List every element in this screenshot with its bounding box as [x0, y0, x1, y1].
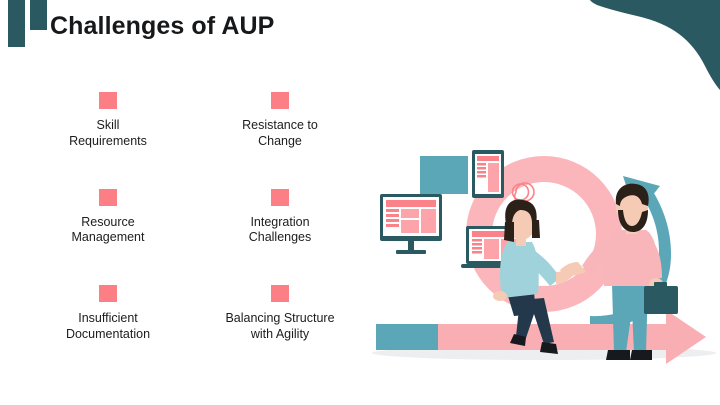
page-title: Challenges of AUP	[50, 12, 275, 40]
bullet-item-resource-management[interactable]: Resource Management	[24, 185, 192, 282]
bullet-label: Resource Management	[71, 214, 145, 245]
bullet-item-integration-challenges[interactable]: Integration Challenges	[196, 185, 364, 282]
bullet-grid: Skill Requirements Resistance to Change …	[24, 88, 364, 378]
bullet-marker-square	[271, 188, 289, 206]
man-standing-with-briefcase	[560, 183, 678, 360]
bullet-marker-square	[99, 188, 117, 206]
bullet-marker-square	[271, 92, 289, 109]
bullet-label: Balancing Structure with Agility	[225, 311, 335, 341]
tablet-device	[472, 150, 504, 198]
bullet-item-skill-requirements[interactable]: Skill Requirements	[24, 88, 192, 185]
title-accent-bar-short	[30, 0, 47, 30]
agile-teamwork-illustration	[372, 150, 716, 364]
bullet-item-balancing-structure-with-agility[interactable]: Balancing Structure with Agility	[196, 281, 364, 378]
bullet-item-resistance-to-change[interactable]: Resistance to Change	[196, 88, 364, 185]
title-accent-bar-tall	[8, 0, 25, 47]
corner-blob-shape	[590, 0, 720, 90]
bullet-marker-square	[99, 92, 117, 109]
woman-sitting	[493, 199, 578, 354]
teal-panel	[420, 156, 468, 194]
bullet-marker-square	[271, 285, 289, 303]
bullet-label: Resistance to Change	[242, 118, 318, 148]
desktop-monitor	[380, 194, 442, 254]
bullet-item-insufficient-documentation[interactable]: Insufficient Documentation	[24, 281, 192, 378]
bullet-label: Skill Requirements	[69, 118, 147, 148]
bullet-label: Integration Challenges	[248, 214, 312, 245]
bullet-label: Insufficient Documentation	[65, 311, 151, 341]
bullet-marker-square	[99, 285, 117, 303]
